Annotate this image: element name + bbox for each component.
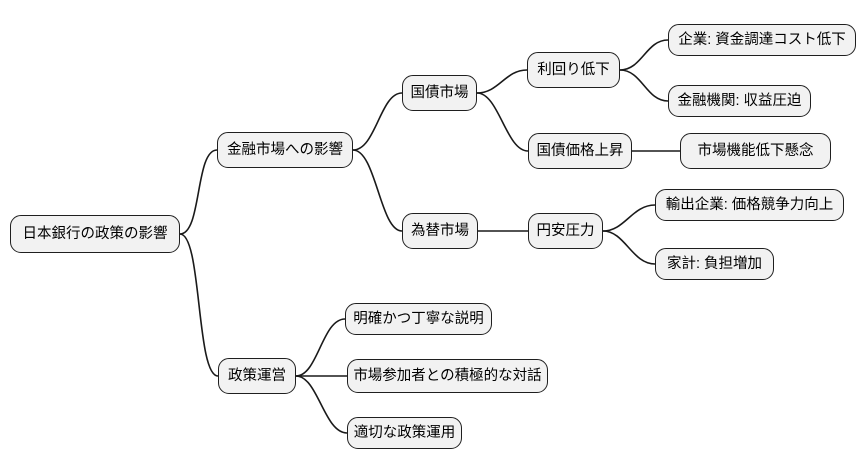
- node-active-dialogue: 市場参加者との積極的な対話: [347, 359, 548, 393]
- node-root: 日本銀行の政策の影響: [10, 215, 180, 253]
- connector-bond-market-bond-price-rise: [476, 92, 529, 152]
- node-market-function-concern: 市場機能低下懸念: [680, 133, 831, 169]
- connector-policy-management-appropriate-operation: [295, 375, 348, 434]
- connector-bond-market-yield-decline: [476, 69, 528, 94]
- connector-yen-depreciation-export-companies: [602, 204, 656, 232]
- connector-policy-management-clear-explanation: [295, 318, 346, 377]
- connector-financial-markets-fx-market: [352, 149, 403, 232]
- node-fx-market: 為替市場: [402, 213, 478, 249]
- node-yen-depreciation-pressure: 円安圧力: [528, 213, 603, 249]
- node-financial-markets-impact: 金融市場への影響: [217, 132, 353, 168]
- connector-root-policy-management: [179, 233, 219, 377]
- node-clear-explanation: 明確かつ丁寧な説明: [345, 303, 492, 335]
- connector-financial-markets-bond-market: [352, 92, 403, 151]
- node-bond-market: 国債市場: [402, 75, 477, 111]
- connector-root-financial-markets: [179, 149, 218, 235]
- node-financial-institutions-profit: 金融機関: 収益圧迫: [668, 85, 811, 117]
- connector-yen-depreciation-households: [602, 230, 656, 265]
- node-corporate-funding-cost: 企業: 資金調達コスト低下: [668, 24, 856, 56]
- node-policy-management: 政策運営: [218, 358, 296, 394]
- node-bond-price-rise: 国債価格上昇: [528, 133, 632, 169]
- connector-yield-decline-corporate-funding: [619, 39, 669, 71]
- node-export-companies-competitiveness: 輸出企業: 価格競争力向上: [655, 189, 844, 221]
- node-households-burden: 家計: 負担増加: [655, 248, 774, 280]
- node-appropriate-policy-operation: 適切な政策運用: [347, 417, 462, 449]
- connector-yield-decline-financial-institutions: [619, 69, 669, 102]
- node-yield-decline: 利回り低下: [527, 52, 620, 88]
